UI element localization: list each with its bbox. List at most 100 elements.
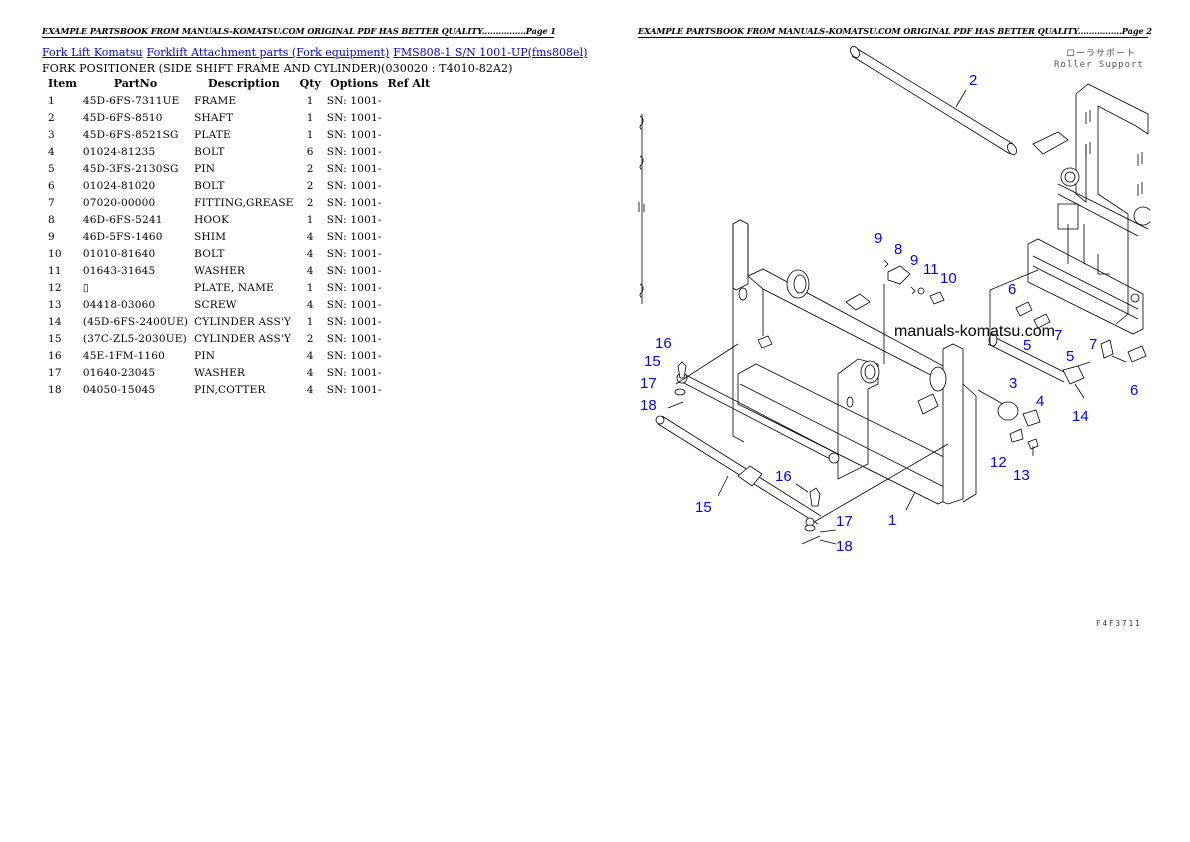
cell-options: SN: 1001-	[326, 213, 382, 226]
cell-refalt	[385, 296, 434, 313]
cell-options: SN: 1001-	[326, 128, 382, 141]
figure-code: F4F3711	[1096, 619, 1142, 628]
hardware-details	[667, 259, 1147, 545]
cell-qty: 4	[306, 349, 314, 362]
cell-item: 1	[48, 94, 55, 107]
col-header-qty: Qty	[299, 77, 321, 90]
cell-qty: 4	[306, 230, 314, 243]
callout-numbers: 2 9 8 9 11 10 6 7 5 7 5 6 14 3 4 12 13 1…	[640, 72, 1138, 555]
cell-qty: 4	[306, 247, 314, 260]
callout-15: 15	[695, 499, 712, 516]
cell-qty: 1	[306, 213, 314, 226]
callout-9: 9	[874, 230, 882, 247]
cell-options: SN: 1001-	[326, 111, 382, 124]
cell-item: 17	[48, 366, 62, 379]
cell-partno: 45D-6FS-8521SG	[82, 128, 179, 141]
cell-partno: 45D-3FS-2130SG	[82, 162, 179, 175]
cell-partno: 01024-81235	[82, 145, 156, 158]
cell-item: 13	[48, 298, 62, 311]
header-divider	[42, 37, 554, 38]
cell-qty: 4	[306, 264, 314, 277]
callout-1: 1	[888, 512, 896, 529]
cell-item: 4	[48, 145, 55, 158]
cell-description: SHIM	[194, 230, 227, 243]
callout-9: 9	[910, 252, 918, 269]
cell-refalt	[385, 245, 434, 262]
cell-description: SCREW	[194, 298, 237, 311]
cell-partno: 45D-6FS-7311UE	[82, 94, 180, 107]
cell-options: SN: 1001-	[326, 298, 382, 311]
cell-description: BOLT	[194, 247, 225, 260]
roller-support-label-en: Roller Support	[1054, 60, 1144, 70]
cell-refalt	[385, 364, 434, 381]
col-header-description: Description	[208, 77, 280, 90]
watermark-text: manuals-komatsu.com	[894, 323, 1055, 340]
cell-options: SN: 1001-	[326, 264, 382, 277]
cell-refalt	[385, 143, 434, 160]
callout-14: 14	[1072, 408, 1089, 425]
cell-options: SN: 1001-	[326, 383, 382, 396]
cell-partno: (45D-6FS-2400UE)	[82, 315, 189, 328]
callout-11: 11	[923, 261, 939, 278]
breadcrumb-link-forklift-attachment-parts[interactable]: Forklift Attachment parts (Fork equipmen…	[146, 46, 390, 59]
cell-item: 9	[48, 230, 55, 243]
cell-item: 12	[48, 281, 62, 294]
cell-description: CYLINDER ASS'Y	[194, 315, 292, 328]
page-2: EXAMPLE PARTSBOOK FROM MANUALS-KOMATSU.C…	[638, 0, 1152, 842]
cell-qty: 1	[306, 281, 314, 294]
callout-12: 12	[990, 454, 1007, 471]
cell-qty: 1	[306, 315, 314, 328]
exploded-parts-diagram: ローラサポート Roller Support	[638, 46, 1150, 628]
breadcrumb-link-model[interactable]: FMS808-1 S/N 1001-UP(fms808el)	[393, 46, 588, 59]
cell-options: SN: 1001-	[326, 179, 382, 192]
cell-options: SN: 1001-	[326, 230, 382, 243]
cell-item: 14	[48, 315, 62, 328]
cell-item: 16	[48, 349, 62, 362]
cell-refalt	[385, 228, 434, 245]
cell-partno: 01643-31645	[82, 264, 156, 277]
callout-6: 6	[1008, 281, 1016, 298]
cell-options: SN: 1001-	[326, 94, 382, 107]
callout-16: 16	[655, 335, 672, 352]
page-header: EXAMPLE PARTSBOOK FROM MANUALS-KOMATSU.C…	[638, 26, 1152, 36]
cell-item: 6	[48, 179, 55, 192]
cell-qty: 4	[306, 366, 314, 379]
callout-13: 13	[1013, 467, 1030, 484]
cell-qty: 2	[306, 179, 314, 192]
col-header-options: Options	[330, 77, 379, 90]
cell-description: PLATE	[194, 128, 231, 141]
cell-options: SN: 1001-	[326, 145, 382, 158]
cell-description: PIN,COTTER	[194, 383, 266, 396]
table-header-row: Item PartNo Description Qty Options Ref …	[44, 77, 433, 92]
cell-description: FITTING,GREASE	[194, 196, 294, 209]
cell-partno: 45E-1FM-1160	[82, 349, 166, 362]
callout-7: 7	[1054, 327, 1062, 344]
cell-options: SN: 1001-	[326, 366, 382, 379]
cell-description: WASHER	[194, 264, 246, 277]
cell-qty: 1	[306, 94, 314, 107]
callout-2: 2	[969, 72, 977, 89]
header-divider	[638, 37, 1148, 38]
cell-options: SN: 1001-	[326, 332, 382, 345]
breadcrumb-link-fork-lift-komatsu[interactable]: Fork Lift Komatsu	[42, 46, 143, 59]
cell-options: SN: 1001-	[326, 247, 382, 260]
cell-refalt	[385, 262, 434, 279]
cell-refalt	[385, 279, 434, 296]
cell-refalt	[385, 177, 434, 194]
callout-10: 10	[940, 270, 957, 287]
cell-item: 2	[48, 111, 55, 124]
cell-description: PIN	[194, 349, 216, 362]
callout-8: 8	[894, 241, 902, 258]
callout-18: 18	[640, 397, 657, 414]
